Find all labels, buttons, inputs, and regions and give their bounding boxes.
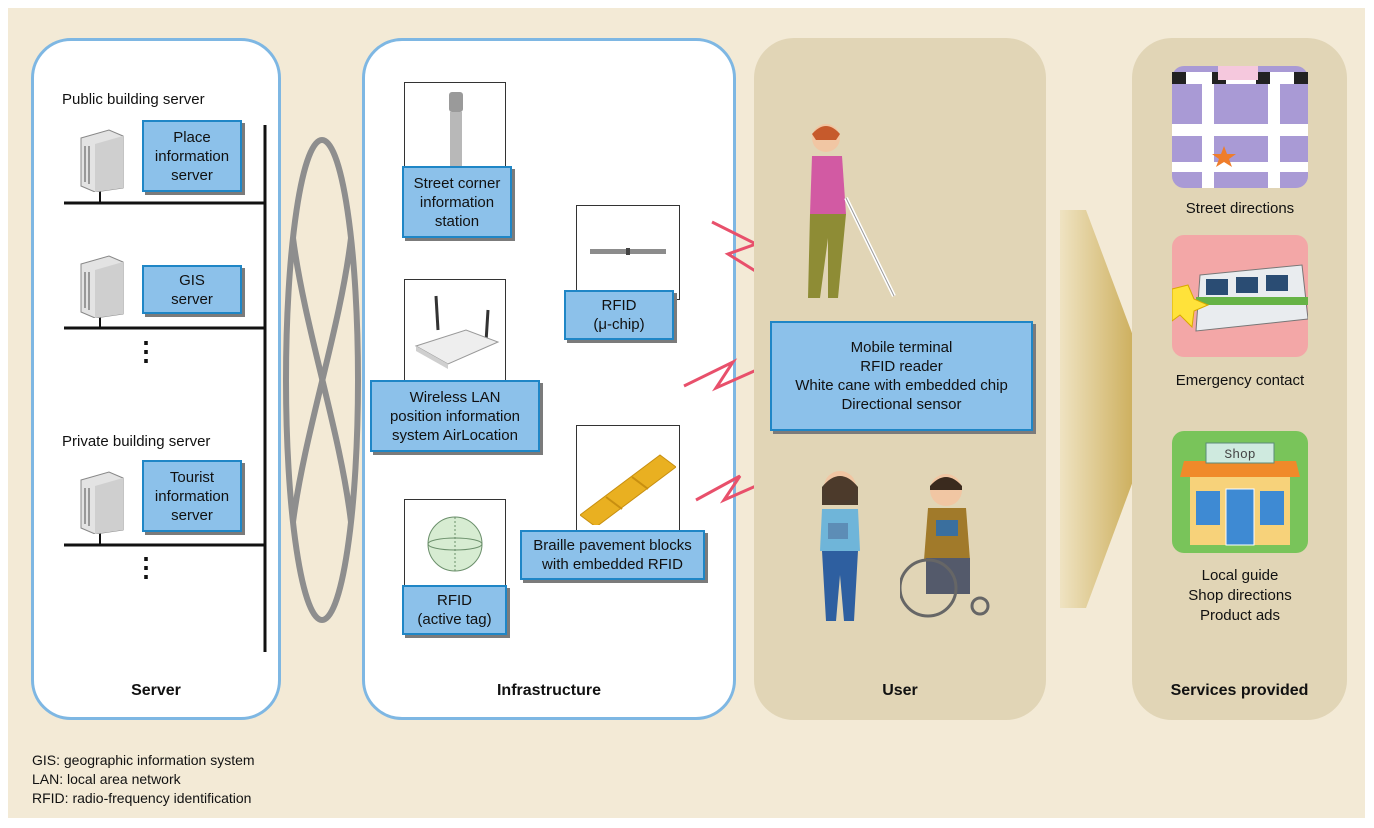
tourist-information-server-label: Tourist information server: [154, 468, 230, 524]
shop-icon: Shop: [1172, 431, 1308, 553]
wireless-lan-box: Wireless LAN position information system…: [370, 380, 540, 452]
mu-chip-box: RFID (μ-chip): [564, 290, 674, 340]
street-station-label: Street corner information station: [413, 174, 501, 230]
train-icon: [1172, 235, 1308, 357]
legend-item: LAN: local area network: [32, 771, 181, 787]
street-directions-label: Street directions: [1185, 200, 1295, 217]
emergency-contact-label: Emergency contact: [1175, 372, 1305, 389]
braille-block-box: Braille pavement blocks with embedded RF…: [520, 530, 705, 580]
server-tower-icon: [80, 129, 124, 192]
user-devices-label: Mobile terminal RFID reader White cane w…: [795, 339, 1008, 413]
wheelchair-user-icon: [900, 474, 990, 618]
server-tower-icon: [80, 471, 124, 534]
gis-server-box: GIS server: [142, 265, 242, 314]
local-guide-label: Local guide Shop directions Product ads: [1188, 567, 1292, 624]
place-information-server-box: Place information server: [142, 120, 242, 192]
hearing-impaired-user-icon: [820, 471, 860, 621]
active-tag-icon: [427, 516, 483, 572]
place-information-server-label: Place information server: [154, 128, 230, 184]
wireless-router-icon: [414, 295, 500, 369]
legend-item: RFID: radio-frequency identification: [32, 790, 252, 806]
blind-pedestrian-icon: [808, 124, 896, 298]
street-station-box: Street corner information station: [402, 166, 512, 238]
shop-sign-text: Shop: [1224, 447, 1255, 462]
tourist-information-server-box: Tourist information server: [142, 460, 242, 532]
mu-chip-icon: [590, 248, 666, 255]
user-devices-box: Mobile terminal RFID reader White cane w…: [770, 321, 1033, 431]
legend-item: GIS: geographic information system: [32, 752, 255, 768]
active-tag-label: RFID (active tag): [417, 592, 492, 628]
server-ellipsis: ⋮: [133, 336, 159, 366]
server-panel-title: Server: [131, 682, 181, 699]
legend: GIS: geographic information system LAN: …: [32, 751, 255, 808]
gis-server-label: GIS server: [171, 271, 213, 308]
braille-block-icon: [580, 454, 676, 525]
server-tower-icon: [80, 255, 124, 318]
services-panel-title: Services provided: [1170, 682, 1309, 699]
user-panel-title: User: [882, 682, 918, 699]
wireless-lan-label: Wireless LAN position information system…: [389, 388, 521, 444]
private-building-label: Private building server: [62, 433, 211, 450]
map-icon: [1172, 66, 1308, 188]
street-station-icon: [449, 92, 463, 168]
braille-block-label: Braille pavement blocks with embedded RF…: [533, 537, 692, 573]
infrastructure-panel-title: Infrastructure: [496, 682, 602, 699]
active-tag-box: RFID (active tag): [402, 585, 507, 635]
public-building-label: Public building server: [62, 91, 205, 108]
mu-chip-label: RFID (μ-chip): [593, 297, 645, 333]
server-ellipsis: ⋮: [133, 552, 159, 582]
